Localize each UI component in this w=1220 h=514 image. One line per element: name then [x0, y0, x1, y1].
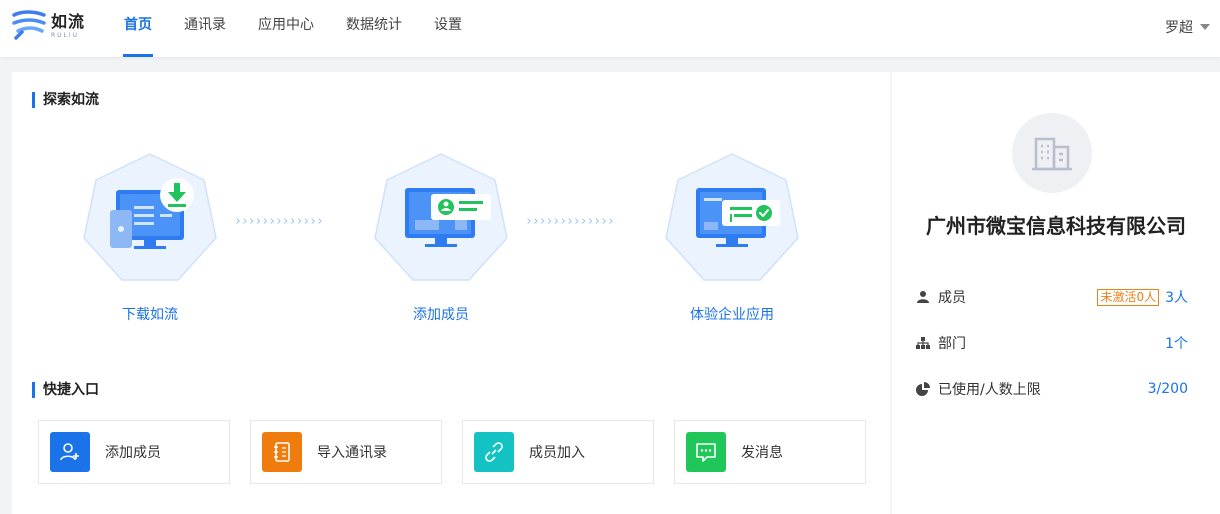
tab-contacts[interactable]: 通讯录: [184, 17, 226, 33]
quick-add-member-button[interactable]: 添加成员: [38, 420, 230, 484]
address-book-icon: [262, 432, 302, 472]
stat-members[interactable]: 成员 未激活0人 3人: [916, 287, 1188, 307]
quick-member-join-button[interactable]: 成员加入: [462, 420, 654, 484]
org-tree-icon: [916, 337, 930, 349]
stat-departments[interactable]: 部门 1个: [916, 333, 1188, 353]
add-user-icon: [50, 432, 90, 472]
member-card-monitor-icon: [374, 153, 508, 281]
tab-settings[interactable]: 设置: [434, 17, 462, 33]
step-connector: ›››››››››››››: [525, 214, 615, 229]
organization-panel: 广州市微宝信息科技有限公司 成员 未激活0人 3人 部门 1个 已使用/人数上限…: [892, 72, 1220, 514]
message-icon: [686, 432, 726, 472]
step-connector: ›››››››››››››: [234, 214, 324, 229]
stat-value: 1个: [1165, 336, 1188, 352]
main-nav: 首页 通讯录 应用中心 数据统计 设置: [108, 0, 478, 57]
stat-usage[interactable]: 已使用/人数上限 3/200: [916, 379, 1188, 399]
building-icon: [1032, 137, 1072, 171]
quick-entry-label: 发消息: [741, 445, 783, 461]
step-download[interactable]: 下载如流: [82, 152, 218, 324]
ruliu-logo-icon: [12, 10, 46, 40]
stat-value: 3/200: [1147, 381, 1188, 397]
quick-entry-label: 添加成员: [105, 445, 161, 461]
step-label: 添加成员: [413, 307, 469, 323]
stat-label: 已使用/人数上限: [938, 382, 1041, 398]
chevron-down-icon: [1200, 24, 1210, 30]
step-label: 体验企业应用: [690, 307, 774, 323]
stat-label: 部门: [938, 336, 966, 352]
user-menu[interactable]: 罗超: [1165, 17, 1210, 37]
person-icon: [917, 291, 929, 303]
org-avatar: [1012, 113, 1092, 193]
quick-entry-label: 成员加入: [529, 445, 585, 461]
quick-import-contacts-button[interactable]: 导入通讯录: [250, 420, 442, 484]
link-icon: [474, 432, 514, 472]
explore-section-title: 探索如流: [32, 92, 99, 108]
logo-subtitle: RULIU: [51, 32, 80, 39]
organization-name: 广州市微宝信息科技有限公司: [926, 214, 1186, 238]
app-logo[interactable]: 如流 RULIU: [12, 10, 85, 42]
step-try-apps[interactable]: 体验企业应用: [664, 152, 800, 324]
user-name: 罗超: [1165, 20, 1193, 36]
quick-entry-label: 导入通讯录: [317, 445, 387, 461]
main-content-panel: 探索如流 下载如流 ›››››››››››››: [12, 72, 890, 514]
top-navigation-bar: 如流 RULIU 首页 通讯录 应用中心 数据统计 设置 罗超: [0, 0, 1220, 57]
stat-value: 3人: [1165, 290, 1188, 306]
step-label: 下载如流: [122, 307, 178, 323]
app-check-monitor-icon: [665, 153, 799, 281]
download-monitor-icon: [83, 153, 217, 281]
quick-send-message-button[interactable]: 发消息: [674, 420, 866, 484]
tab-home[interactable]: 首页: [108, 0, 168, 57]
stat-label: 成员: [938, 290, 966, 306]
tab-app-center[interactable]: 应用中心: [258, 17, 314, 33]
tab-statistics[interactable]: 数据统计: [346, 17, 402, 33]
inactive-badge: 未激活0人: [1097, 288, 1160, 306]
step-add-member[interactable]: 添加成员: [373, 152, 509, 324]
logo-name: 如流: [51, 12, 86, 31]
quick-section-title: 快捷入口: [32, 382, 99, 398]
pie-icon: [916, 382, 930, 396]
